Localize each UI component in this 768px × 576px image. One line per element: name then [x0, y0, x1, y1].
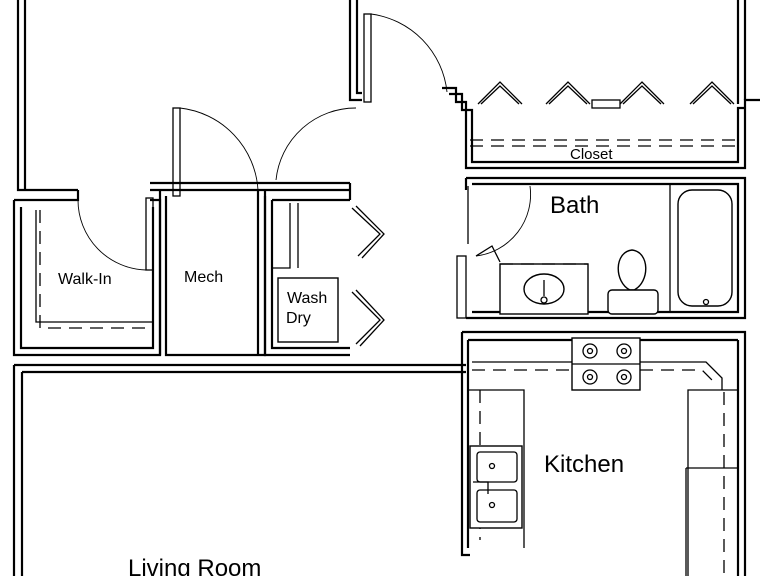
closet-label: Closet	[570, 146, 613, 163]
wash-label: Wash	[287, 290, 327, 307]
bifold-door-1	[477, 81, 523, 105]
closet: Closet	[442, 81, 760, 170]
bifold-door-2	[545, 81, 591, 105]
mechanical-room: Mech	[158, 107, 267, 357]
closet-door-stop	[591, 99, 621, 109]
bath-label: Bath	[550, 192, 599, 219]
dry-label: Dry	[286, 310, 311, 327]
laundry-bifold-upper	[351, 205, 385, 259]
bathtub-icon	[669, 183, 739, 313]
bifold-door-4	[689, 81, 735, 105]
toilet-icon	[607, 249, 659, 315]
mech-label: Mech	[184, 269, 223, 286]
walk-in-closet: Walk-In	[12, 190, 162, 357]
walk-in-label: Walk-In	[58, 271, 112, 288]
bedroom-walls	[16, 0, 362, 192]
washer-dryer-icon	[277, 277, 339, 343]
bath: Bath	[456, 176, 747, 320]
living-room-label: Living Room	[128, 555, 261, 576]
laundry-bifold-lower	[351, 289, 385, 347]
bifold-door-3	[619, 81, 665, 105]
kitchen: Kitchen	[460, 330, 747, 576]
bedroom-door	[363, 13, 448, 103]
double-sink-icon	[469, 445, 523, 529]
stove-icon	[571, 337, 641, 391]
kitchen-label: Kitchen	[544, 451, 624, 478]
laundry: Wash Dry	[263, 107, 385, 357]
living-room: Living Room	[12, 363, 466, 576]
